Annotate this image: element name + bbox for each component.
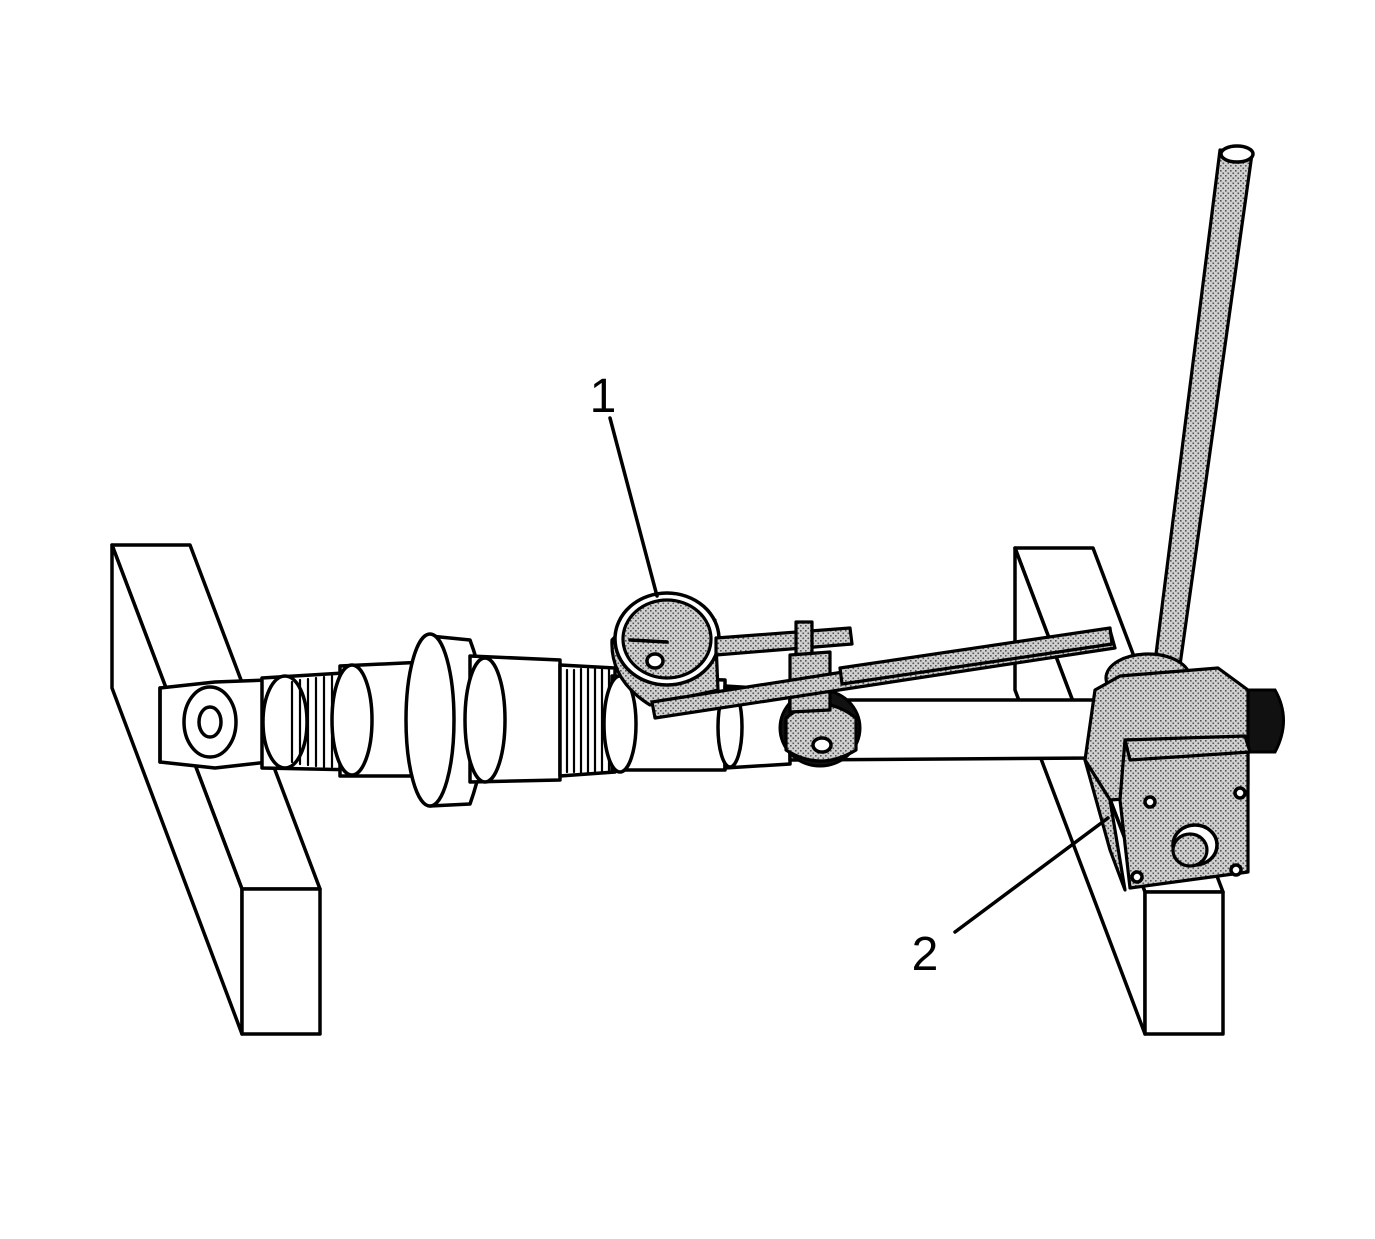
shaft-assembly xyxy=(158,632,1285,808)
callout-2-label: 2 xyxy=(912,928,939,981)
upright-rod xyxy=(1153,148,1254,667)
callout-2-leader xyxy=(953,816,1110,934)
left-support-block xyxy=(110,543,322,1036)
magnetic-base xyxy=(1083,666,1252,892)
callout-1-leader xyxy=(608,416,659,598)
callout-1-label: 1 xyxy=(590,370,617,423)
